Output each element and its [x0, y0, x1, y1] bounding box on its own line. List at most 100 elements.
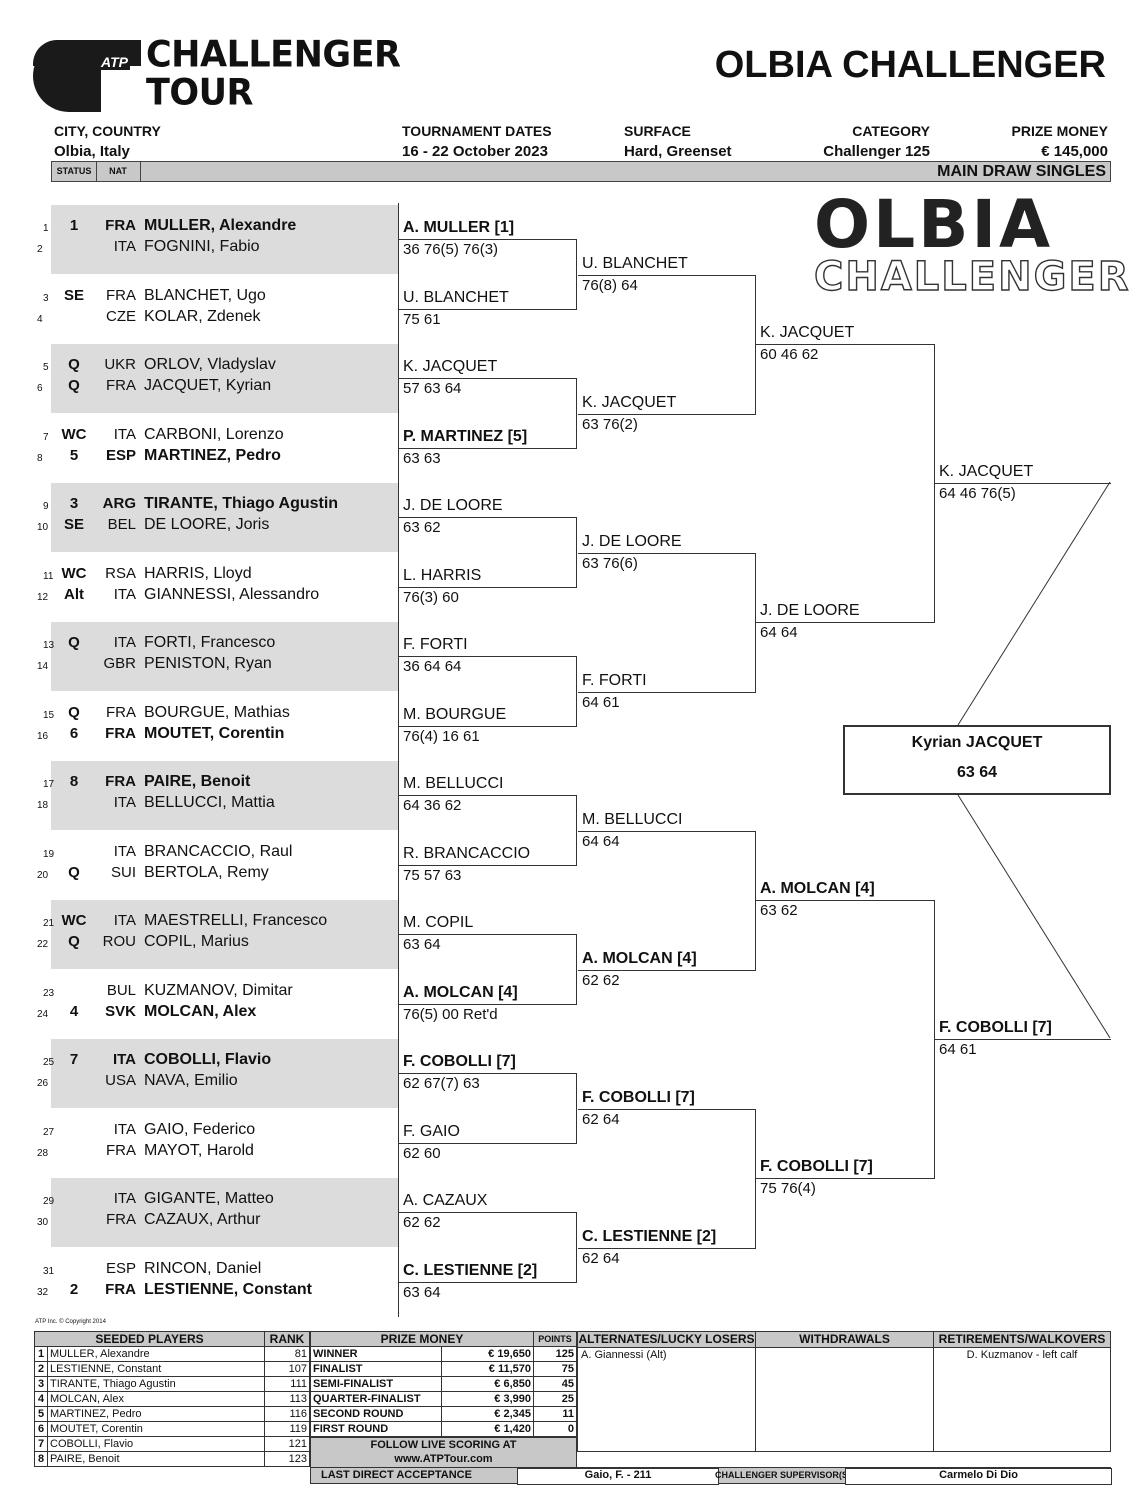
player-name[interactable]: BRANCACCIO, Raul [144, 842, 293, 860]
player-name[interactable]: MULLER, Alexandre [144, 217, 297, 234]
player-name[interactable]: NAVA, Emilio [144, 1072, 238, 1089]
player-name[interactable]: TIRANTE, Thiago Agustin [144, 495, 339, 512]
match-band [51, 622, 399, 691]
player-name[interactable]: FOGNINI, Fabio [144, 238, 260, 255]
atp-website[interactable]: www.ATPTour.com [394, 1453, 493, 1465]
player-name[interactable]: BLANCHET, Ugo [144, 286, 266, 304]
match-winner[interactable]: F. FORTI [582, 672, 647, 689]
prize-amount: € 11,570 [441, 1361, 534, 1377]
match-winner[interactable]: M. BOURGUE [403, 706, 507, 723]
player-name[interactable]: CAZAUX, Arthur [144, 1211, 261, 1228]
player-name[interactable]: MAESTRELLI, Francesco [144, 912, 328, 929]
match-winner[interactable]: J. DE LOORE [403, 497, 503, 514]
match-score: 76(3) 60 [403, 589, 459, 606]
match-winner[interactable]: F. GAIO [403, 1123, 460, 1140]
player-name[interactable]: COBOLLI, Flavio [144, 1051, 272, 1068]
bracket-line [756, 622, 935, 623]
player-name[interactable]: GAIO, Federico [144, 1120, 256, 1138]
match-winner[interactable]: F. FORTI [403, 636, 468, 653]
match-winner[interactable]: C. LESTIENNE [2] [403, 1262, 538, 1279]
match-winner[interactable]: U. BLANCHET [403, 289, 509, 306]
atp-challenger-tour-logo: ATP CHALLENGER TOUR [33, 36, 401, 116]
match-winner[interactable]: F. COBOLLI [7] [582, 1089, 695, 1106]
draw-position: 4 [37, 313, 43, 325]
surface-label: SURFACE [624, 123, 691, 139]
match-winner[interactable]: M. BELLUCCI [403, 775, 504, 792]
match-winner[interactable]: M. BELLUCCI [582, 811, 683, 828]
player-name[interactable]: LESTIENNE, Constant [144, 1280, 313, 1298]
player-name[interactable]: DE LOORE, Joris [144, 516, 270, 533]
draw-header-bar: STATUS NAT MAIN DRAW SINGLES [51, 161, 1111, 182]
player-name[interactable]: FORTI, Francesco [144, 634, 276, 651]
match-winner[interactable]: K. JACQUET [403, 358, 498, 375]
player-name[interactable]: JACQUET, Kyrian [144, 377, 272, 394]
player-name[interactable]: HARRIS, Lloyd [144, 564, 252, 582]
match-winner[interactable]: M. COPIL [403, 914, 474, 931]
seeded-title: SEEDED PLAYERS [34, 1331, 265, 1347]
match-winner[interactable]: R. BRANCACCIO [403, 845, 531, 862]
player-name[interactable]: KOLAR, Zdenek [144, 307, 261, 325]
player-nationality: SVK [105, 1002, 136, 1020]
match-score: 63 62 [760, 902, 798, 919]
match-winner[interactable]: J. DE LOORE [582, 533, 682, 550]
player-name[interactable]: RINCON, Daniel [144, 1259, 262, 1277]
draw-position: 23 [43, 987, 55, 999]
prize-points: 25 [533, 1391, 577, 1407]
match-winner[interactable]: K. JACQUET [760, 324, 855, 341]
match-score: 64 61 [582, 694, 620, 711]
match-winner[interactable]: L. HARRIS [403, 567, 482, 584]
player-name[interactable]: KUZMANOV, Dimitar [144, 981, 293, 999]
match-winner[interactable]: J. DE LOORE [760, 602, 860, 619]
player-name[interactable]: BELLUCCI, Mattia [144, 794, 275, 811]
bracket-line [756, 900, 935, 901]
match-winner[interactable]: F. COBOLLI [7] [403, 1053, 516, 1070]
match-score: 60 46 62 [760, 346, 819, 363]
match-winner[interactable]: A. MULLER [1] [403, 219, 515, 236]
retirements-title: RETIREMENTS/WALKOVERS [934, 1332, 1110, 1348]
player-name[interactable]: PENISTON, Ryan [144, 655, 272, 672]
prize-amount: € 3,990 [441, 1391, 534, 1407]
match-winner[interactable]: C. LESTIENNE [2] [582, 1228, 717, 1245]
match-score: 62 64 [582, 1111, 620, 1128]
match-winner[interactable]: F. COBOLLI [7] [760, 1158, 873, 1175]
match-winner[interactable]: P. MARTINEZ [5] [403, 428, 528, 445]
draw-position: 32 [37, 1286, 49, 1298]
draw-position: 13 [43, 640, 55, 651]
match-winner[interactable]: A. MOLCAN [4] [582, 950, 697, 967]
bracket-connector [755, 831, 756, 971]
player-name[interactable]: COPIL, Marius [144, 933, 249, 950]
player-name[interactable]: BOURGUE, Mathias [144, 703, 290, 721]
match-winner[interactable]: U. BLANCHET [582, 255, 688, 272]
player-nationality: BEL [107, 516, 136, 533]
player-nationality: ITA [113, 585, 136, 603]
player-name[interactable]: GIANNESSI, Alessandro [144, 585, 320, 603]
match-winner[interactable]: F. COBOLLI [7] [939, 1019, 1052, 1036]
player-name[interactable]: MARTINEZ, Pedro [144, 446, 281, 464]
player-name[interactable]: BERTOLA, Remy [144, 863, 269, 881]
bracket-connector [576, 517, 577, 588]
match-winner[interactable]: A. MOLCAN [4] [760, 880, 875, 897]
bracket-line [578, 1109, 756, 1110]
bracket-line [399, 448, 577, 449]
seed-player: MULLER, Alexandre [47, 1346, 265, 1362]
match-winner[interactable]: K. JACQUET [582, 394, 677, 411]
match-winner[interactable]: A. CAZAUX [403, 1192, 488, 1209]
player-name[interactable]: MAYOT, Harold [144, 1141, 254, 1159]
player-name[interactable]: MOLCAN, Alex [144, 1002, 257, 1020]
match-score: 75 61 [403, 311, 441, 328]
copyright-note: ATP Inc. © Copyright 2014 [35, 1319, 106, 1325]
player-name[interactable]: PAIRE, Benoit [144, 773, 251, 790]
match-winner[interactable]: K. JACQUET [939, 463, 1034, 480]
atp-logo-text: ATP [99, 54, 130, 70]
match-band [51, 205, 399, 274]
player-name[interactable]: MOUTET, Corentin [144, 724, 285, 742]
match-score: 62 60 [403, 1145, 441, 1162]
player-name[interactable]: GIGANTE, Matteo [144, 1190, 274, 1207]
player-name[interactable]: ORLOV, Vladyslav [144, 356, 276, 373]
player-name[interactable]: CARBONI, Lorenzo [144, 425, 284, 443]
player-nationality: FRA [105, 217, 136, 234]
match-winner[interactable]: A. MOLCAN [4] [403, 984, 518, 1001]
